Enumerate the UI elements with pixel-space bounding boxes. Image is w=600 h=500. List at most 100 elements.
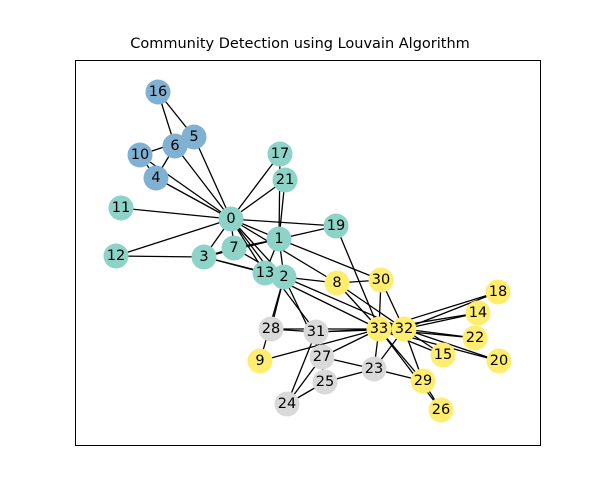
node-circle (485, 279, 511, 305)
node-label: 6 (170, 138, 179, 154)
node-circle (274, 391, 300, 417)
node-circle (127, 142, 153, 168)
edge-19-33 (335, 225, 380, 330)
edge-0-17 (230, 153, 281, 220)
node-label: 31 (307, 324, 325, 340)
node-label: 3 (199, 249, 208, 265)
node-27: 27 (309, 344, 335, 370)
node-circle (323, 213, 349, 239)
node-circle (258, 316, 284, 342)
node-label: 25 (316, 374, 334, 390)
node-20: 20 (486, 348, 512, 374)
edge-8-32 (336, 282, 405, 330)
node-22: 22 (462, 325, 488, 351)
node-circle (465, 300, 491, 326)
node-14: 14 (465, 300, 491, 326)
node-19: 19 (323, 213, 349, 239)
node-circle (221, 235, 247, 261)
node-0: 0 (218, 206, 244, 232)
node-circle (324, 270, 350, 296)
node-circle (143, 165, 169, 191)
chart-title: Community Detection using Louvain Algori… (130, 36, 470, 52)
node-16: 16 (145, 79, 171, 105)
node-9: 9 (247, 348, 273, 374)
node-6: 6 (162, 133, 188, 159)
edge-14-32 (403, 312, 479, 330)
node-7: 7 (221, 235, 247, 261)
node-label: 10 (131, 147, 149, 163)
node-circle (430, 342, 456, 368)
node-label: 26 (432, 402, 450, 418)
node-2: 2 (271, 264, 297, 290)
node-12: 12 (103, 243, 129, 269)
node-circle (267, 141, 293, 167)
edge-24-31 (286, 331, 317, 405)
node-circle (428, 397, 454, 423)
node-8: 8 (324, 270, 350, 296)
node-label: 0 (226, 211, 235, 227)
node-circle (252, 260, 278, 286)
node-label: 7 (229, 240, 238, 256)
node-circle (368, 267, 394, 293)
node-label: 19 (327, 218, 345, 234)
edge-18-32 (403, 291, 499, 330)
edge-20-32 (403, 328, 500, 362)
node-label: 30 (372, 272, 390, 288)
node-circle (266, 226, 292, 252)
node-circle (181, 124, 207, 150)
node-circle (312, 369, 338, 395)
node-label: 5 (189, 129, 198, 145)
edge-0-12 (115, 218, 232, 257)
node-label: 24 (278, 396, 296, 412)
node-label: 27 (313, 349, 331, 365)
node-21: 21 (272, 167, 298, 193)
node-circle (272, 167, 298, 193)
edge-0-19 (230, 218, 337, 227)
node-5: 5 (181, 124, 207, 150)
node-26: 26 (428, 397, 454, 423)
edge-2-27 (283, 276, 323, 358)
node-label: 22 (466, 330, 484, 346)
node-circle (309, 344, 335, 370)
node-1: 1 (266, 226, 292, 252)
node-label: 20 (490, 353, 508, 369)
node-circle (145, 79, 171, 105)
node-label: 28 (262, 321, 280, 337)
edge-0-5 (193, 136, 232, 220)
node-32: 32 (391, 316, 417, 342)
nodes-layer: 0123456789101112131415161718192021222324… (103, 79, 512, 423)
node-15: 15 (430, 342, 456, 368)
node-17: 17 (267, 141, 293, 167)
node-13: 13 (252, 260, 278, 286)
node-circle (191, 244, 217, 270)
edge-1-17 (278, 153, 281, 240)
node-circle (391, 316, 417, 342)
plot-frame (75, 60, 541, 446)
node-label: 23 (365, 361, 383, 377)
edge-26-33 (378, 328, 442, 411)
node-label: 2 (279, 269, 288, 285)
node-30: 30 (368, 267, 394, 293)
node-circle (247, 348, 273, 374)
node-circle (108, 195, 134, 221)
edge-0-6 (174, 145, 232, 220)
node-11: 11 (108, 195, 134, 221)
node-label: 11 (112, 200, 130, 216)
node-circle (361, 356, 387, 382)
node-circle (218, 206, 244, 232)
node-29: 29 (410, 368, 436, 394)
node-10: 10 (127, 142, 153, 168)
node-label: 16 (149, 84, 167, 100)
node-label: 4 (151, 170, 160, 186)
node-label: 14 (469, 305, 487, 321)
node-circle (303, 319, 329, 345)
node-label: 9 (255, 353, 264, 369)
node-4: 4 (143, 165, 169, 191)
node-circle (271, 264, 297, 290)
edge-0-8 (230, 218, 338, 284)
node-label: 8 (332, 275, 341, 291)
edge-1-30 (278, 238, 382, 281)
node-circle (366, 316, 392, 342)
node-label: 12 (107, 248, 125, 264)
